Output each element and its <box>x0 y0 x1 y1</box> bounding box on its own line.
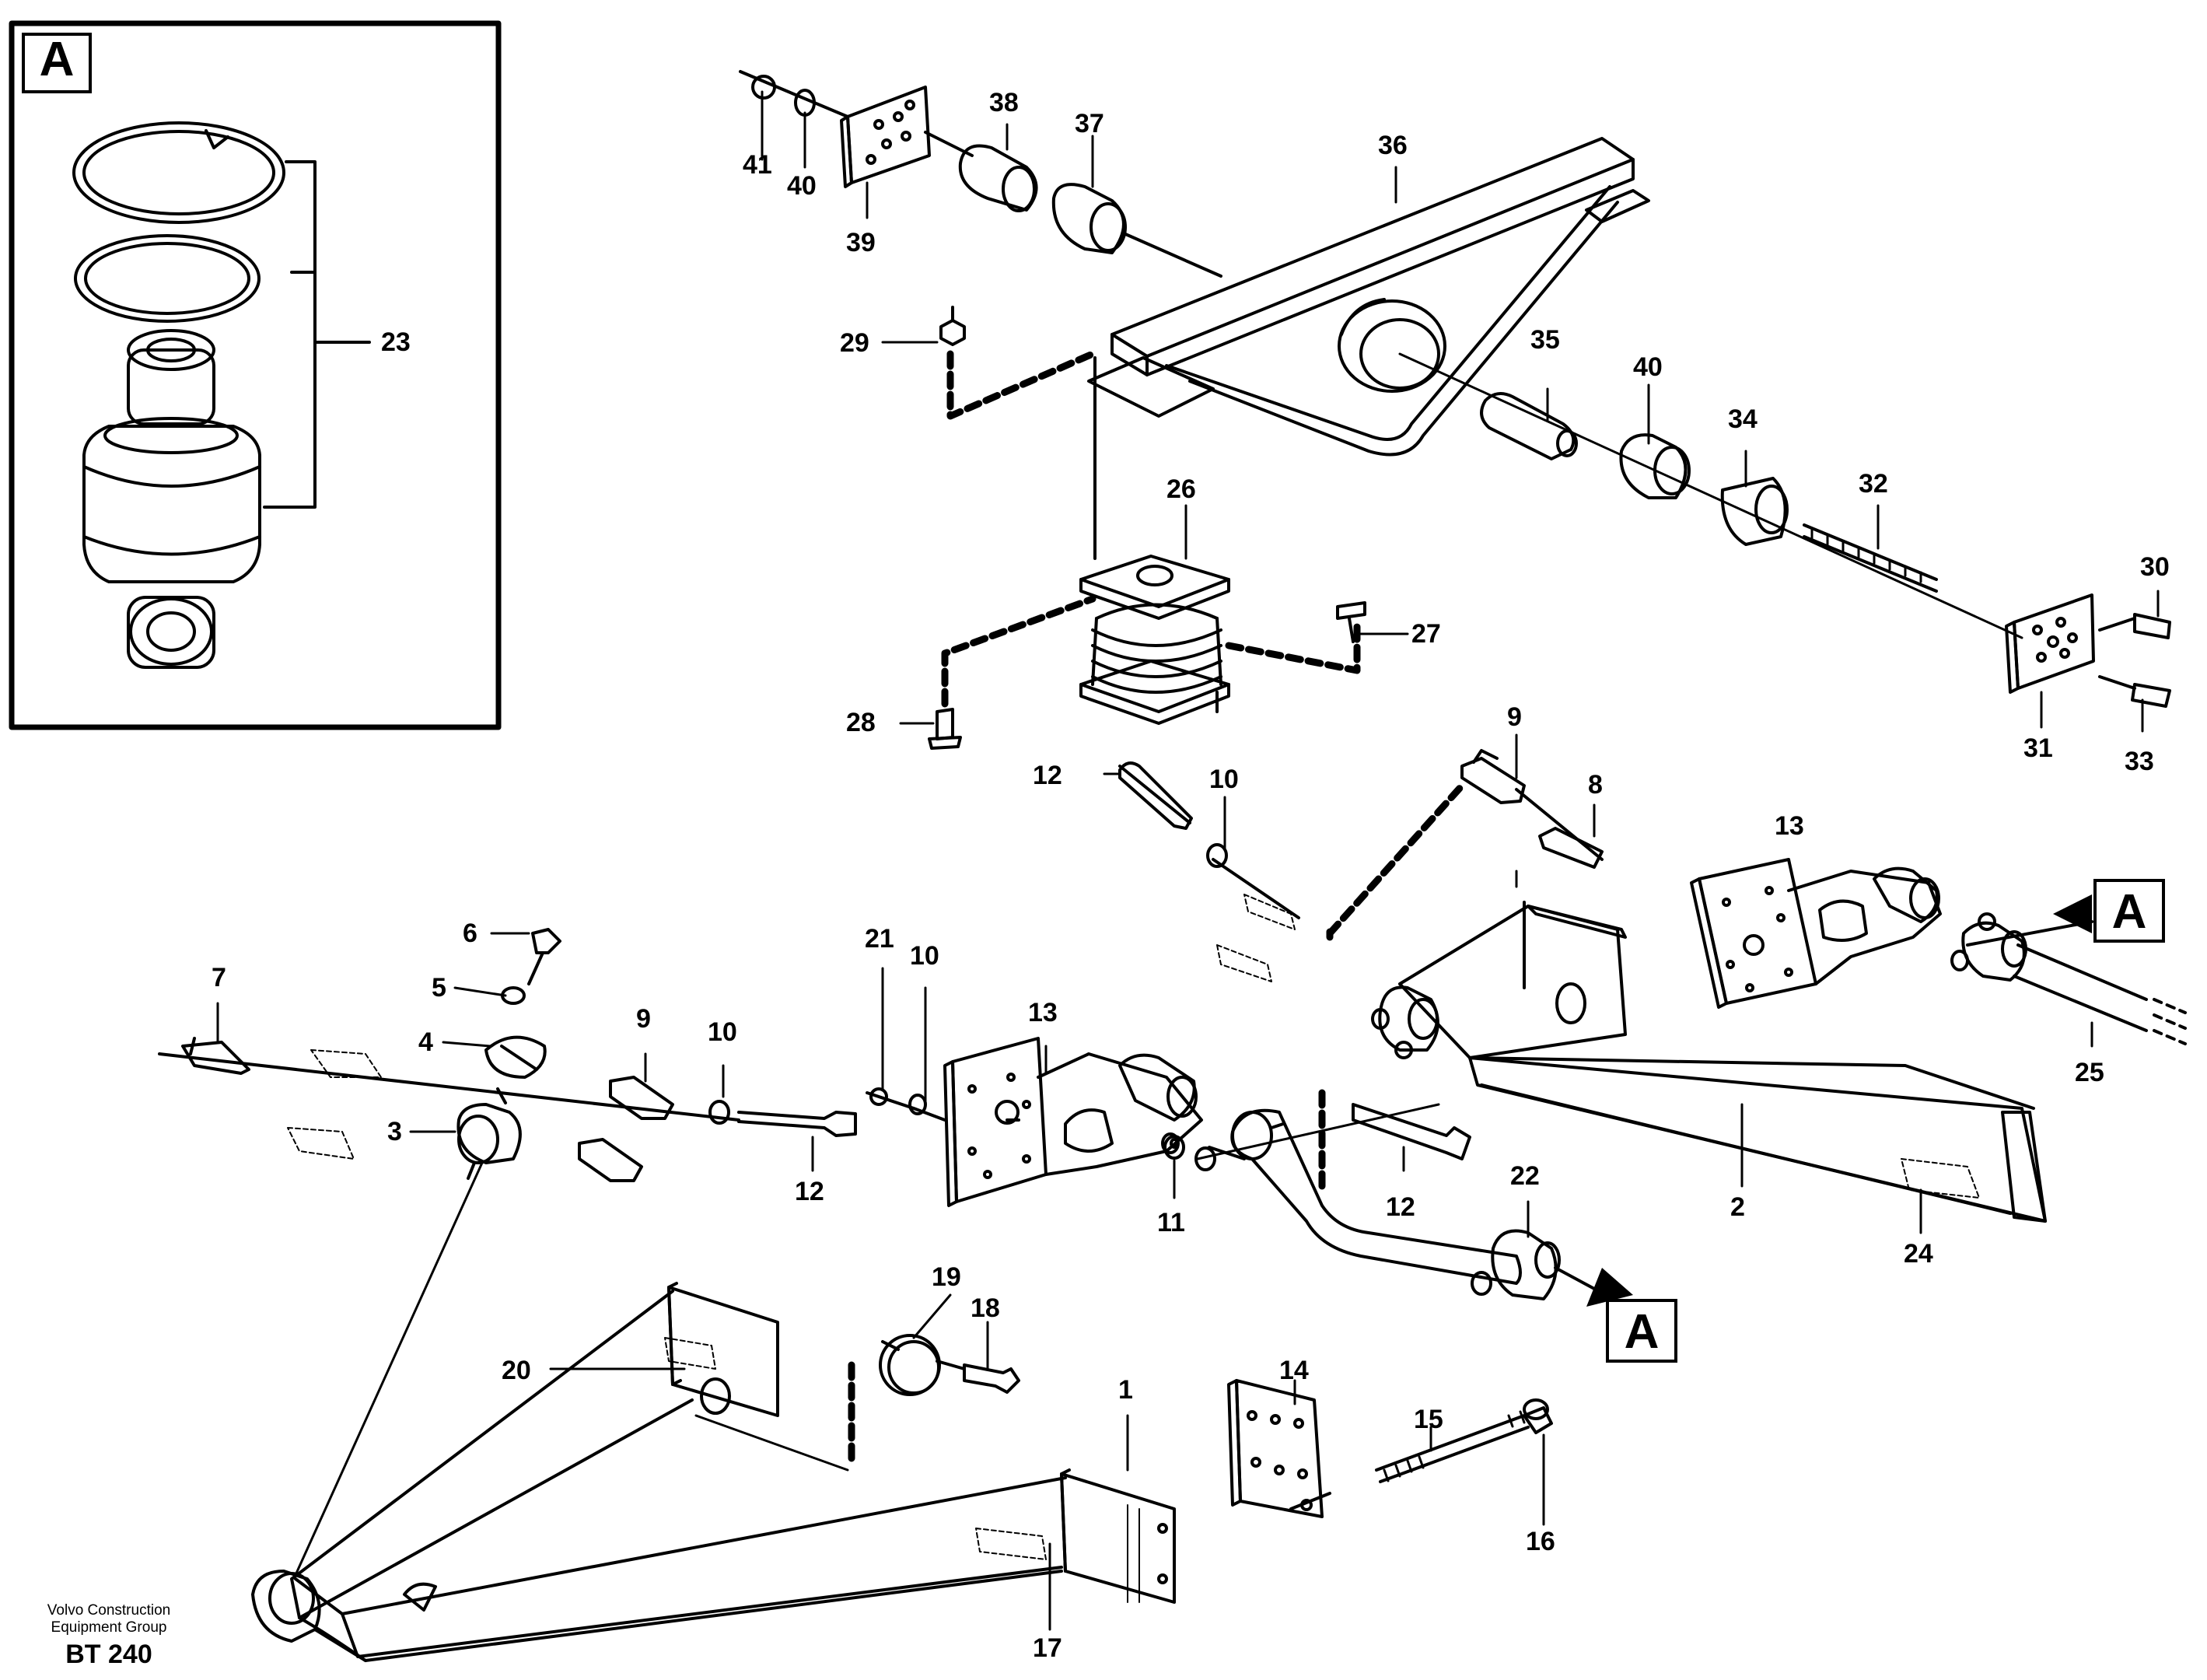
part-label: 1 <box>1118 1375 1133 1405</box>
part-label: 9 <box>1507 702 1522 732</box>
torque-rod-link <box>1161 1103 1561 1300</box>
dashed-leader <box>848 350 1466 1466</box>
bushing-sleeve-icon <box>127 329 215 425</box>
part-label: 27 <box>1411 619 1441 649</box>
part-label: 28 <box>846 708 876 737</box>
clamp-group-left <box>158 928 857 1182</box>
part-label: 4 <box>418 1027 433 1057</box>
inset-panel <box>9 20 502 730</box>
part-label: 16 <box>1526 1527 1555 1556</box>
part-label: 15 <box>1414 1405 1443 1434</box>
part-label: 13 <box>1028 998 1058 1027</box>
part-label: 2 <box>1730 1192 1745 1222</box>
rubber-spring-mount <box>928 306 1366 750</box>
plate-14-group <box>1227 1379 1553 1518</box>
inset-ref-box: A <box>22 33 92 93</box>
part-label: 13 <box>1775 811 1804 841</box>
part-label: 34 <box>1728 404 1758 434</box>
part-label: 30 <box>2140 552 2170 582</box>
arrowhead-icon <box>2053 894 2092 933</box>
part-label: 10 <box>910 941 939 971</box>
a-ref-box-bottom: A <box>1606 1299 1677 1363</box>
part-label: 12 <box>1386 1192 1415 1222</box>
bracket-13-right <box>1690 858 1942 1009</box>
arm-2 <box>1371 901 2047 1223</box>
part-label: 41 <box>743 150 772 180</box>
part-label: 40 <box>787 171 817 201</box>
leader-lines <box>216 90 2160 1631</box>
part-label: 32 <box>1859 469 1888 499</box>
part-label: 17 <box>1033 1633 1062 1663</box>
part-label: 19 <box>932 1262 961 1292</box>
part-label: 25 <box>2075 1058 2104 1087</box>
part-label: 20 <box>502 1356 531 1385</box>
part-label: 35 <box>1530 325 1560 355</box>
footer-line-2: Equipment Group <box>51 1619 167 1636</box>
part-label: 7 <box>212 963 226 992</box>
footer-code: BT 240 <box>65 1640 152 1669</box>
part-label: 21 <box>865 924 894 954</box>
leader-bracket <box>263 160 371 509</box>
part-label: 12 <box>795 1177 824 1206</box>
sealing-ring-icon <box>74 234 261 323</box>
arrowhead-icon <box>1586 1268 1633 1307</box>
footer-company: Volvo Construction Equipment Group <box>16 1602 202 1636</box>
part-label: 3 <box>387 1117 402 1146</box>
part-label: 29 <box>840 328 869 358</box>
part-label: 8 <box>1588 770 1603 800</box>
part-label: 26 <box>1166 474 1196 504</box>
rubber-bushing-icon <box>82 417 261 583</box>
rear-mount-group <box>1398 352 2171 708</box>
part-label: 24 <box>1904 1239 1933 1269</box>
torque-rod-bracket <box>1087 137 1650 560</box>
footer-line-1: Volvo Construction <box>47 1602 171 1619</box>
part-label: 14 <box>1279 1356 1309 1385</box>
part-label: 11 <box>1157 1208 1185 1237</box>
rod-25 <box>1950 912 2187 1045</box>
part-label: 37 <box>1075 109 1104 138</box>
part-label: 31 <box>2023 733 2053 763</box>
part-label: 5 <box>432 973 446 1003</box>
part-label: 40 <box>1633 352 1663 382</box>
bushing-sleeve-icon <box>127 596 215 669</box>
part-label: 39 <box>846 228 876 257</box>
a-ref-box-right: A <box>2093 879 2165 943</box>
part-label: 10 <box>1209 765 1239 794</box>
part-label: 36 <box>1378 131 1408 160</box>
cover-19 <box>879 1334 1020 1396</box>
part-label: 22 <box>1510 1161 1540 1191</box>
part-label: 38 <box>989 88 1019 117</box>
snap-ring-icon <box>72 121 285 224</box>
a-frame-1 <box>251 1161 1176 1662</box>
part-label: 10 <box>708 1017 737 1047</box>
bracket-13-left <box>866 1037 1203 1207</box>
part-label: 33 <box>2125 747 2154 776</box>
clamp-group-right <box>1118 749 1604 982</box>
part-label: 12 <box>1033 761 1062 790</box>
part-label: 6 <box>463 919 477 948</box>
part-label: 9 <box>636 1004 651 1034</box>
part-label: 18 <box>971 1293 1000 1323</box>
part-label: 23 <box>381 327 411 357</box>
